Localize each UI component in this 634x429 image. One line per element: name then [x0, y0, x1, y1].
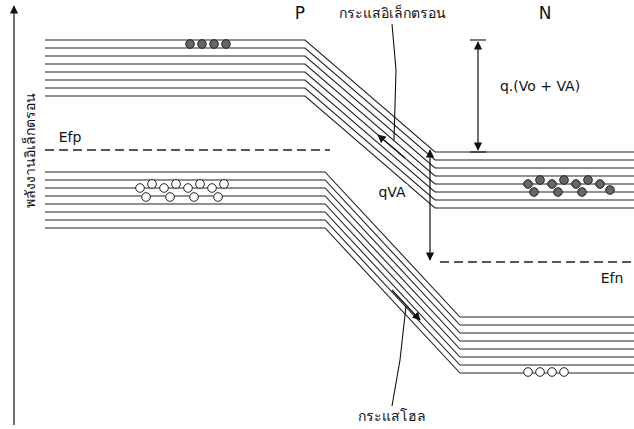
- electron: [560, 176, 569, 185]
- conduction-band-line: [45, 48, 634, 160]
- electron: [536, 176, 545, 185]
- hole-current-leader: [392, 306, 406, 406]
- barrier-height-arrow: [477, 42, 478, 150]
- electron: [606, 186, 615, 195]
- hole: [208, 184, 217, 193]
- valence-band-line: [45, 220, 634, 365]
- annotation: กระแสอิเล็กตรอน: [337, 5, 448, 21]
- electron: [222, 40, 231, 49]
- energy-axis: [13, 6, 14, 425]
- hole: [196, 180, 205, 189]
- band-lines: [45, 40, 634, 373]
- region-label: N: [537, 4, 554, 24]
- conduction-band-line: [45, 64, 634, 176]
- annotation: q.(Vo + VA): [498, 78, 582, 94]
- hole: [160, 184, 169, 193]
- hole: [148, 180, 157, 189]
- valence-band-line: [45, 212, 634, 357]
- hole: [220, 180, 229, 189]
- hole: [548, 368, 557, 377]
- electron-current-leader: [392, 24, 396, 140]
- electron: [596, 180, 605, 189]
- conduction-band-line: [45, 72, 634, 184]
- electron: [572, 180, 581, 189]
- hole: [560, 368, 569, 377]
- hole: [172, 180, 181, 189]
- hole: [524, 368, 533, 377]
- annotation: qVA: [376, 184, 407, 200]
- electron: [584, 176, 593, 185]
- electron: [548, 180, 557, 189]
- valence-band-line: [45, 196, 634, 341]
- electron: [554, 188, 563, 197]
- region-label: P: [293, 4, 307, 24]
- electron: [530, 188, 539, 197]
- conduction-band-line: [45, 88, 634, 200]
- conduction-band-line: [45, 80, 634, 192]
- fermi-level-n: [440, 261, 634, 262]
- hole: [190, 193, 199, 202]
- hole-current-arrow: [392, 290, 420, 320]
- annotation: กระแสโฮล: [356, 408, 428, 424]
- electron: [198, 40, 207, 49]
- conduction-band-line: [45, 56, 634, 168]
- conduction-band-line: [45, 96, 634, 208]
- electron: [524, 180, 533, 189]
- hole: [536, 368, 545, 377]
- hole: [136, 184, 145, 193]
- arrows-and-leaders: [14, 6, 486, 425]
- applied-voltage-arrow: [429, 150, 430, 260]
- carriers: [136, 40, 615, 377]
- annotation: Efp: [57, 129, 84, 145]
- electron: [186, 40, 195, 49]
- electron: [210, 40, 219, 49]
- hole: [214, 193, 223, 202]
- hole: [166, 193, 175, 202]
- valence-band-line: [45, 228, 634, 373]
- fermi-level-p: [45, 149, 330, 150]
- electron: [578, 188, 587, 197]
- electron-current-arrow: [378, 135, 405, 158]
- hole: [142, 193, 151, 202]
- barrier-tick: [470, 39, 486, 40]
- valence-band-line: [45, 172, 634, 317]
- valence-band-line: [45, 204, 634, 349]
- barrier-tick: [470, 151, 486, 152]
- hole: [184, 184, 193, 193]
- annotation: Efn: [599, 270, 626, 286]
- valence-band-line: [45, 180, 634, 325]
- axis-label: พลังงานอิเล็กตรอน: [22, 91, 38, 210]
- valence-band-line: [45, 188, 634, 333]
